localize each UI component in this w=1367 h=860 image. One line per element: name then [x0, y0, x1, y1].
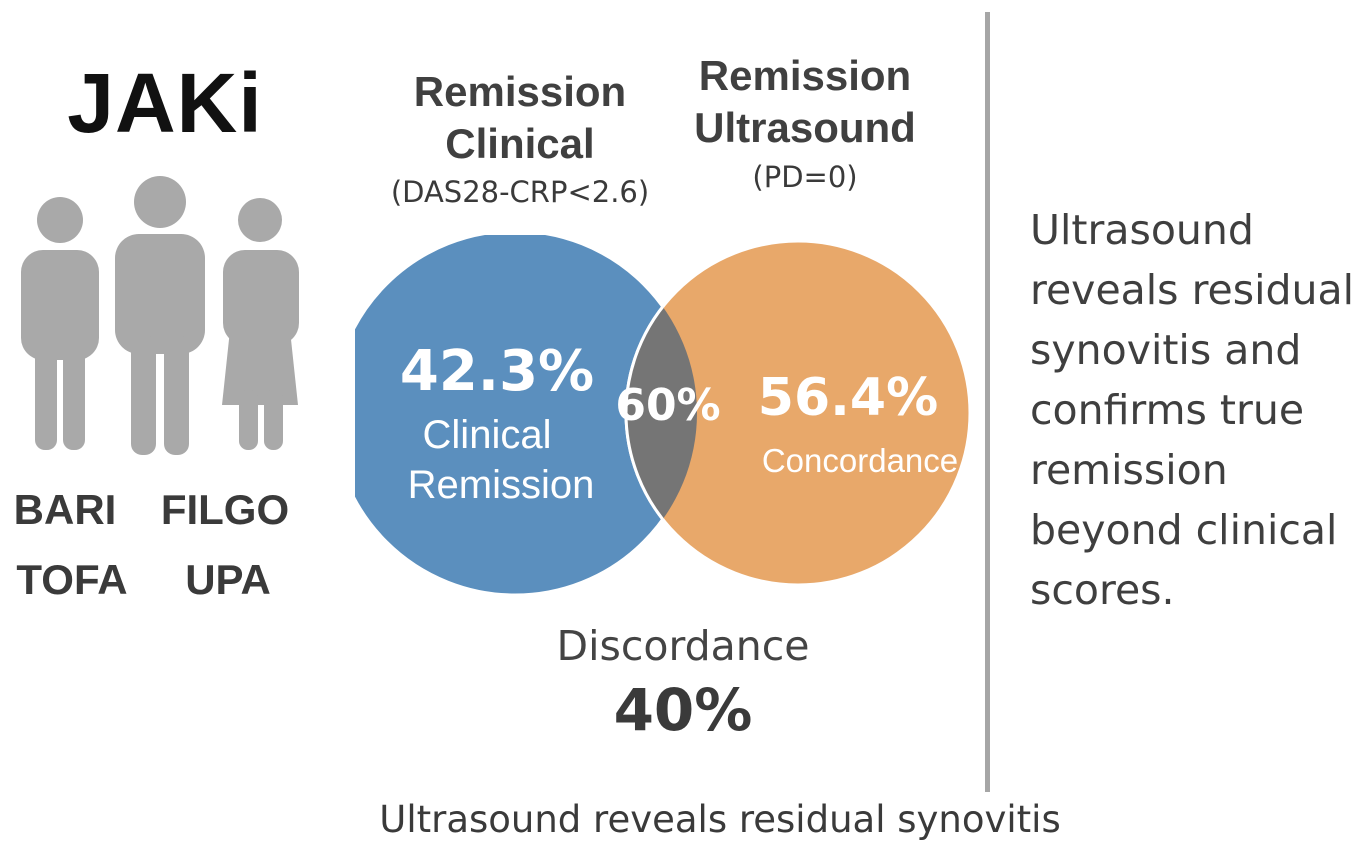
side-note: Ultrasound reveals residual synovitis an…	[1030, 200, 1365, 620]
person-icon	[115, 176, 205, 455]
drug-name-filgo: FILGO	[160, 486, 290, 533]
overlap-region	[624, 239, 697, 587]
person-icon	[222, 198, 299, 450]
ultrasound-remission-heading: Remission Ultrasound	[655, 50, 955, 154]
ultrasound-remission-criteria: (PD=0)	[752, 160, 858, 194]
people-group-icon	[21, 176, 299, 455]
ultrasound-remission-value: 56.4%	[758, 368, 938, 428]
drug-name-upa: UPA	[185, 556, 271, 603]
drug-name-tofa: TOFA	[16, 556, 128, 603]
clinical-remission-heading: Remission Clinical	[370, 66, 670, 170]
side-note-line: beyond clinical	[1030, 506, 1338, 554]
side-note-line: remission	[1030, 446, 1228, 494]
clinical-remission-label-line1: Clinical	[423, 413, 552, 457]
side-note-line: scores.	[1030, 566, 1175, 614]
drug-class-title: JAKi	[67, 56, 263, 150]
heading-line: Clinical	[445, 120, 595, 167]
drug-name-bari: BARI	[13, 486, 117, 533]
clinical-remission-criteria: (DAS28-CRP<2.6)	[390, 175, 650, 209]
side-note-line: Ultrasound	[1030, 206, 1254, 254]
discordance-label: Discordance	[556, 622, 810, 670]
clinical-remission-label-line2: Remission	[408, 463, 595, 507]
clinical-remission-value: 42.3%	[400, 339, 594, 404]
heading-line: Ultrasound	[694, 104, 916, 151]
side-note-line: reveals residual	[1030, 266, 1355, 314]
heading-line: Remission	[698, 52, 912, 99]
side-note-line: confirms true	[1030, 386, 1305, 434]
venn-diagram: 42.3% Clinical Remission 60% 56.4% Conco…	[355, 235, 972, 597]
concordance-label: Concordance	[762, 442, 958, 479]
person-icon	[21, 197, 99, 450]
heading-line: Remission	[413, 68, 627, 115]
discordance-value: 40%	[613, 676, 753, 744]
side-note-line: synovitis and	[1030, 326, 1302, 374]
vertical-divider	[985, 12, 990, 792]
overlap-value: 60%	[615, 380, 720, 431]
footer-caption: Ultrasound reveals residual synovitis	[379, 798, 1061, 841]
